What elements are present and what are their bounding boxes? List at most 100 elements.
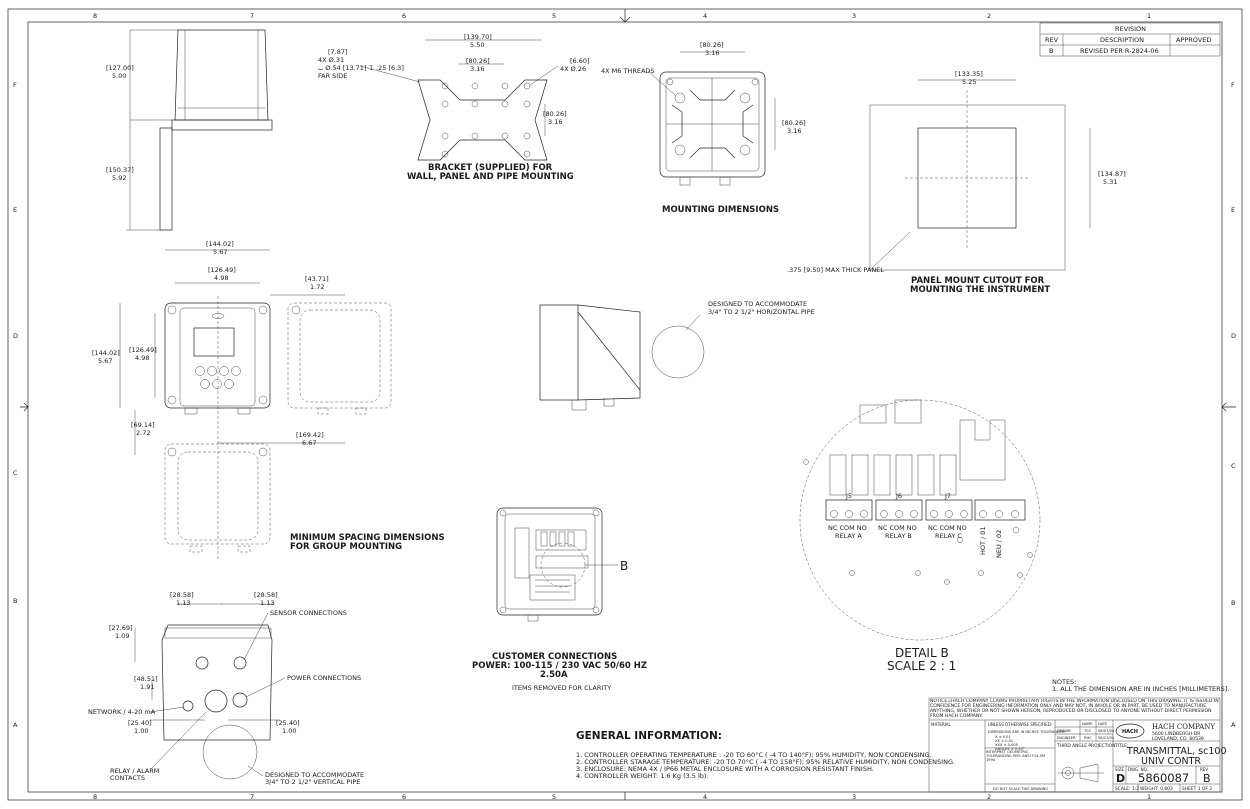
bracket-caption-1: BRACKET (SUPPLIED) FOR	[428, 163, 553, 173]
projection-symbol	[1058, 763, 1104, 783]
zone-left-a: A	[13, 721, 18, 729]
panel-cutout-view: [133.35] 5.25 [134.87] 5.31 .375 [9.50] …	[787, 70, 1126, 295]
zone-top-8: 8	[93, 12, 97, 20]
detail-terms-b: NC COM NO	[878, 524, 917, 532]
detail-j7: J7	[944, 492, 951, 500]
inner-border	[27, 21, 1223, 793]
zone-right-b: B	[1231, 599, 1235, 607]
general-item-3: 3. ENCLOSURE: NEMA 4X / IP66 METAL ENCLO…	[576, 765, 874, 773]
tb-drawn-date: 08/07/04	[1098, 729, 1115, 733]
customer-note: ITEMS REMOVED FOR CLARITY	[512, 684, 611, 692]
logo-text: HACH	[1122, 729, 1138, 735]
zone-top-1: 1	[1147, 12, 1151, 20]
tb-eng-date: 08/21/04	[1098, 736, 1115, 740]
vertical-pipe-note-1: DESIGNED TO ACCOMMODATE	[265, 771, 364, 779]
zone-top-2: 2	[987, 12, 991, 20]
detail-terms-a: NC COM NO	[828, 524, 867, 532]
spacing-caption-2: FOR GROUP MOUNTING	[290, 542, 402, 552]
bracket-inner-in: 3.16	[470, 65, 484, 73]
front-w1-in: 5.67	[213, 248, 227, 256]
tb-title-label: TITLE:	[1114, 743, 1128, 749]
center-marks	[20, 9, 1236, 800]
cutout-caption-1: PANEL MOUNT CUTOUT FOR	[911, 276, 1045, 286]
general-title: GENERAL INFORMATION:	[576, 730, 722, 742]
customer-connections-view: B CUSTOMER CONNECTIONS POWER: 100-115 / …	[472, 507, 647, 692]
tb-geometric: INTERPRET GEOMETRIC TOLERANCING PER: ANS…	[986, 750, 1046, 763]
front-view: [144.02] 5.67 [126.49] 4.98 [144.02] 5.6…	[92, 240, 445, 560]
tb-rev: B	[1203, 772, 1211, 785]
bottom-d2-in: 1.13	[260, 599, 274, 607]
tb-material: MATERIAL	[931, 722, 952, 727]
customer-caption-2: POWER: 100-115 / 230 VAC 50/60 HZ	[472, 661, 647, 671]
front-pitch-mm: [169.42]	[296, 431, 324, 439]
side-height-mm: [127.00]	[106, 64, 134, 72]
front-pitch-in: 6.67	[302, 439, 316, 447]
zone-bot-1: 1	[1147, 793, 1151, 801]
pipe-side-view: DESIGNED TO ACCOMMODATE 3/4" TO 2 1/2" H…	[539, 300, 815, 411]
notes-title: NOTES:	[1052, 678, 1076, 686]
spacing-caption-1: MINIMUM SPACING DIMENSIONS	[290, 533, 445, 543]
zone-top-3: 3	[852, 12, 856, 20]
front-gap-in: 1.72	[310, 283, 324, 291]
front-v-in: 2.72	[136, 429, 150, 437]
detail-j5: J5	[845, 492, 852, 500]
cutout-top-in: 5.25	[962, 78, 976, 86]
tb-name: NAME	[1082, 722, 1093, 726]
zone-right-f: F	[1231, 81, 1235, 89]
tb-noscale: DO NOT SCALE THIS DRAWING	[993, 787, 1048, 791]
revision-table: REVISION REV DESCRIPTION APPROVED B REVI…	[1039, 22, 1221, 57]
tb-title-1: TRANSMITTAL, sc100	[1126, 746, 1227, 757]
front-gap-mm: [43.71]	[305, 275, 329, 283]
notes-item-1: 1. ALL THE DIMENSION ARE IN INCHES [MILL…	[1052, 685, 1229, 693]
tb-projection: THIRD ANGLE PROJECTION	[1056, 743, 1115, 749]
front-h1-mm: [144.02]	[92, 349, 120, 357]
detail-b-view: J5 J6 J7 NC COM NO NC COM NO NC COM NO R…	[799, 399, 1041, 673]
zone-bot-2: 2	[987, 793, 991, 801]
bottom-d6-mm: [25.40]	[276, 719, 300, 727]
bracket-view: [7.87] 4X Ø.31 ⌴ Ø.54 [13.71] ↧ .25 [6.3…	[318, 33, 590, 182]
mount-right-in: 3.16	[787, 127, 801, 135]
approved-col-header: APPROVED	[1176, 36, 1211, 44]
front-w2-mm: [126.49]	[208, 266, 236, 274]
cutout-panel-note: .375 [9.50] MAX THICK PANEL	[787, 266, 884, 274]
tb-drawn: DRAWN	[1057, 729, 1071, 733]
tb-weight: WEIGHT: 0.803	[1140, 786, 1173, 792]
rev-description: REVISED PER R-2824-06	[1080, 47, 1159, 55]
general-item-1: 1. CONTROLLER OPERATING TEMPERATURE : -2…	[576, 751, 932, 759]
detail-terms-c: NC COM NO	[928, 524, 967, 532]
pipe-side-note-2: 3/4" TO 2 1/2" HORIZONTAL PIPE	[708, 308, 815, 316]
title-block: NOTICE=HACH COMPANY CLAIMS PROPRIETARY R…	[928, 697, 1227, 793]
bracket-slot-in: 4X Ø.26	[560, 65, 586, 73]
bottom-d6-in: 1.00	[282, 727, 296, 735]
tb-drawn-name: TCS	[1083, 729, 1091, 733]
detail-relay-a: RELAY A	[835, 532, 862, 540]
front-w1-mm: [144.02]	[206, 240, 234, 248]
tb-tol-xxx: XXX ± 0.005	[995, 743, 1018, 747]
side-view: [127.00] 5.00 [150.37] 5.92	[106, 29, 273, 231]
bottom-d4-in: 1.91	[140, 683, 154, 691]
bracket-slot-mm: [6.60]	[570, 57, 590, 65]
cutout-right-in: 5.31	[1103, 178, 1117, 186]
zone-left-e: E	[13, 206, 17, 214]
zone-top-5: 5	[552, 12, 556, 20]
general-information: GENERAL INFORMATION: 1. CONTROLLER OPERA…	[576, 730, 955, 780]
general-item-2: 2. CONTROLLER STARAGE TEMPERATURE: -20 T…	[576, 758, 955, 766]
bottom-d1-mm: [28.58]	[170, 591, 194, 599]
mount-top-mm: [80.26]	[700, 41, 724, 49]
zone-right-d: D	[1231, 332, 1236, 340]
sensor-connections-label: SENSOR CONNECTIONS	[270, 609, 347, 617]
zone-left-c: C	[13, 469, 18, 477]
zone-bot-5: 5	[552, 793, 556, 801]
detail-hot: HOT / 01	[979, 526, 987, 555]
bottom-d2-mm: [28.58]	[254, 591, 278, 599]
front-h2-in: 4.98	[135, 354, 149, 362]
bracket-hole-note-1: 4X Ø.31	[318, 56, 344, 64]
front-h1-in: 5.67	[98, 357, 112, 365]
tb-eng-name: RHC	[1084, 736, 1092, 740]
front-w2-in: 4.98	[214, 274, 228, 282]
zone-left-f: F	[13, 81, 17, 89]
zone-left-b: B	[13, 597, 17, 605]
notes: NOTES: 1. ALL THE DIMENSION ARE IN INCHE…	[1052, 678, 1229, 693]
tb-engineer: ENGINEER	[1057, 736, 1076, 740]
detail-neu: NEU / 02	[995, 530, 1003, 558]
